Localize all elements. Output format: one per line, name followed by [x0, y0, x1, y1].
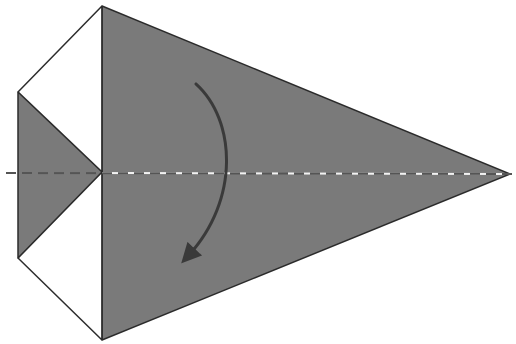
origami-diagram: [0, 0, 516, 344]
origami-diagram-canvas: [0, 0, 516, 344]
